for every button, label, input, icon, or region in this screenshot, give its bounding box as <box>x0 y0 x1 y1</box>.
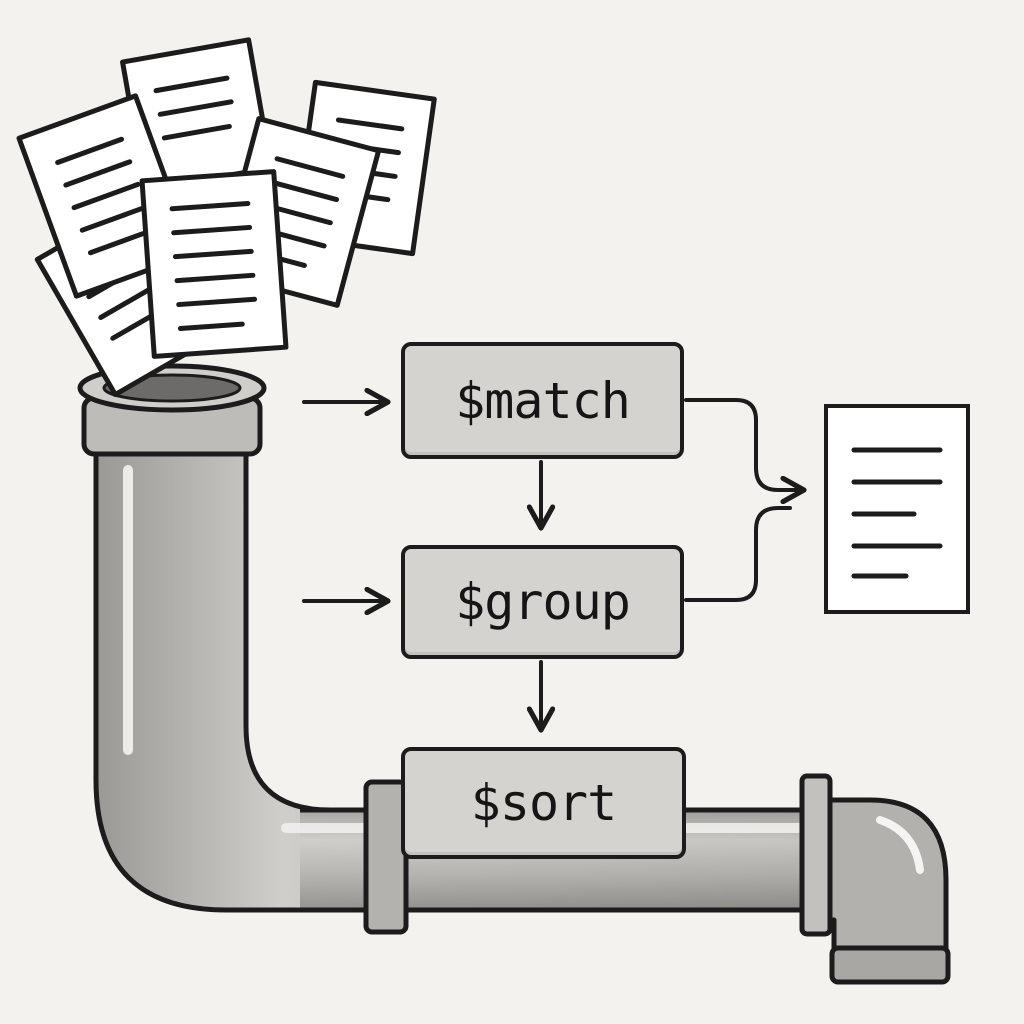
pipe-collar <box>363 779 409 935</box>
document-icon <box>139 169 289 359</box>
flow-arrows <box>302 398 804 730</box>
stage-group-box: $group <box>401 545 684 659</box>
pipe-outlet-rim <box>829 945 951 985</box>
stage-match-label: $match <box>455 371 631 430</box>
pipe-elbow-collar <box>799 773 833 937</box>
arrow-group-to-output <box>684 506 792 602</box>
stage-match-box: $match <box>401 342 684 459</box>
stage-sort-box: $sort <box>401 747 686 859</box>
document-stack-icon <box>16 37 437 398</box>
stage-group-label: $group <box>455 573 631 631</box>
document-icon <box>824 404 970 614</box>
arrow-match-to-output <box>684 398 804 490</box>
stage-sort-label: $sort <box>470 774 618 832</box>
